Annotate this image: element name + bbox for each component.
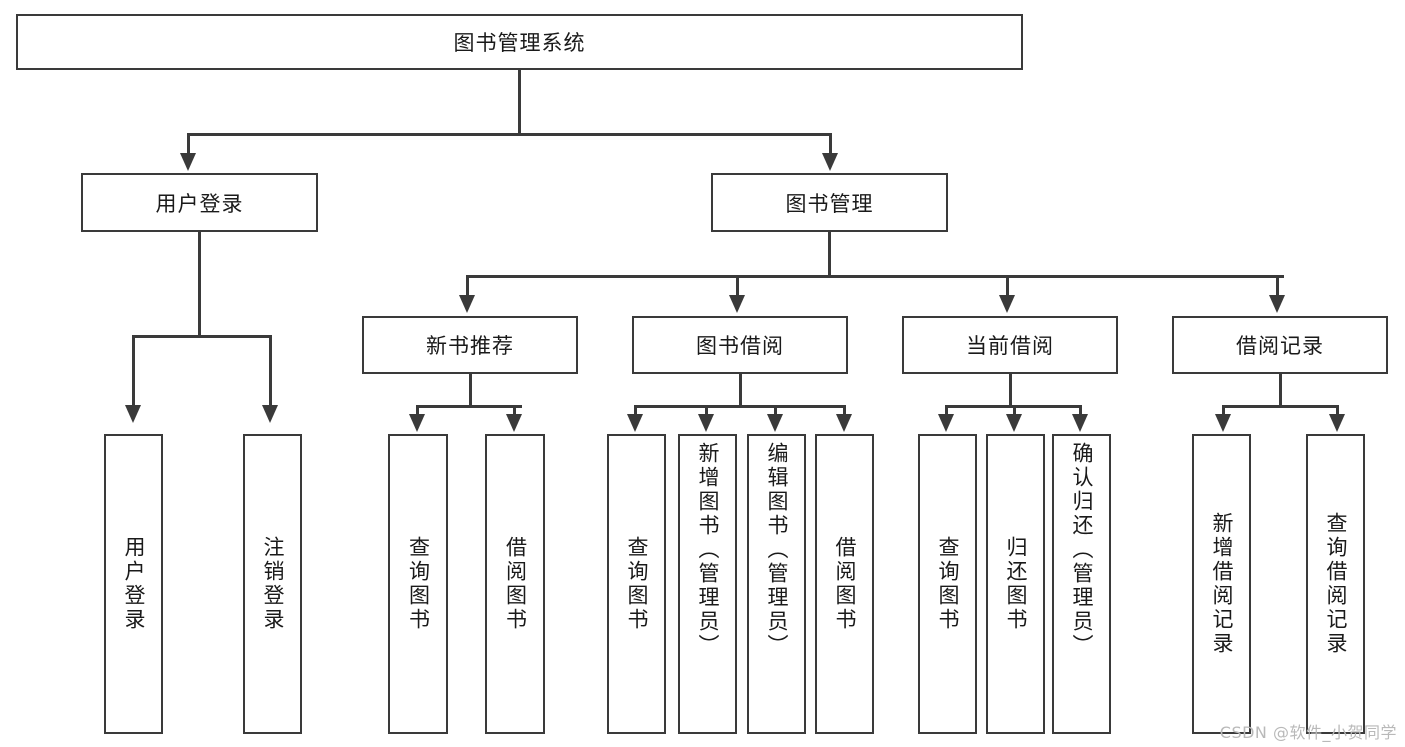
node-label: 新书推荐 — [426, 334, 514, 358]
edge-root-to-book-management — [829, 133, 832, 155]
leaf-add-book[interactable]: 新增图书（管理员） — [678, 434, 737, 734]
node-new-book-recommend[interactable]: 新书推荐 — [362, 316, 578, 374]
node-label: 借阅图书 — [833, 536, 857, 632]
edge-user-login-stem — [198, 232, 201, 337]
edge-user-login-bus — [132, 335, 271, 338]
node-label: 确认归还（管理员） — [1070, 442, 1094, 658]
leaf-borrow-book-2[interactable]: 借阅图书 — [815, 434, 874, 734]
edge-to-leaf-add-borrow-record — [1222, 405, 1225, 417]
node-current-borrow[interactable]: 当前借阅 — [902, 316, 1118, 374]
edge-root-stem — [518, 70, 521, 135]
leaf-edit-book[interactable]: 编辑图书（管理员） — [747, 434, 806, 734]
node-label: 查询图书 — [625, 536, 649, 632]
arrow-to-user-login — [180, 153, 196, 171]
edge-to-leaf-query-borrow-record — [1336, 405, 1339, 417]
leaf-query-borrow-record[interactable]: 查询借阅记录 — [1306, 434, 1365, 734]
node-borrow-record[interactable]: 借阅记录 — [1172, 316, 1388, 374]
arrow-to-leaf-query-borrow-record — [1329, 414, 1345, 432]
arrow-to-current-borrow — [999, 295, 1015, 313]
node-label: 用户登录 — [122, 536, 146, 632]
edge-book-management-stem — [828, 232, 831, 277]
edge-root-to-user-login — [187, 133, 190, 155]
edge-to-leaf-return-book — [1013, 405, 1016, 417]
node-label: 图书管理 — [785, 191, 874, 216]
edge-to-leaf-query-book-3 — [945, 405, 948, 417]
node-root-system[interactable]: 图书管理系统 — [16, 14, 1023, 70]
node-label: 新增图书（管理员） — [696, 442, 720, 658]
edge-book-borrow-stem — [739, 374, 742, 407]
arrow-to-leaf-confirm-return — [1072, 414, 1088, 432]
arrow-to-leaf-add-borrow-record — [1215, 414, 1231, 432]
edge-book-management-bus — [466, 275, 1284, 278]
leaf-user-login[interactable]: 用户登录 — [104, 434, 163, 734]
node-label: 借阅图书 — [503, 536, 528, 632]
arrow-to-leaf-query-book-3 — [938, 414, 954, 432]
node-book-borrow[interactable]: 图书借阅 — [632, 316, 848, 374]
edge-to-leaf-edit-book — [774, 405, 777, 417]
leaf-query-book-3[interactable]: 查询图书 — [918, 434, 977, 734]
arrow-to-leaf-edit-book — [767, 414, 783, 432]
leaf-add-borrow-record[interactable]: 新增借阅记录 — [1192, 434, 1251, 734]
edge-new-book-recommend-stem — [469, 374, 472, 407]
leaf-logout-login[interactable]: 注销登录 — [243, 434, 302, 734]
edge-to-leaf-query-book-2 — [634, 405, 637, 417]
edge-book-borrow-bus — [634, 405, 846, 408]
node-label: 图书借阅 — [696, 334, 784, 358]
edge-to-leaf-logout-login — [269, 335, 272, 407]
edge-borrow-record-bus — [1222, 405, 1338, 408]
node-label: 当前借阅 — [966, 334, 1054, 358]
arrow-to-leaf-borrow-book-1 — [506, 414, 522, 432]
edge-to-book-borrow — [736, 275, 739, 297]
node-user-login[interactable]: 用户登录 — [81, 173, 318, 232]
edge-to-leaf-borrow-book-1 — [513, 405, 516, 417]
leaf-query-book-2[interactable]: 查询图书 — [607, 434, 666, 734]
edge-to-borrow-record — [1276, 275, 1279, 297]
node-label: 注销登录 — [261, 536, 285, 632]
node-label: 用户登录 — [155, 191, 244, 216]
leaf-borrow-book-1[interactable]: 借阅图书 — [485, 434, 545, 734]
arrow-to-leaf-query-book-2 — [627, 414, 643, 432]
edge-to-leaf-confirm-return — [1079, 405, 1082, 417]
leaf-query-book-1[interactable]: 查询图书 — [388, 434, 448, 734]
csdn-watermark: CSDN @软件_小贺同学 — [1219, 723, 1397, 742]
edge-new-book-recommend-bus — [416, 405, 522, 408]
edge-to-leaf-query-book-1 — [416, 405, 419, 417]
arrow-to-book-management — [822, 153, 838, 171]
arrow-to-leaf-logout-login — [262, 405, 278, 423]
arrow-to-new-book-recommend — [459, 295, 475, 313]
edge-root-bus — [187, 133, 831, 136]
edge-to-leaf-user-login — [132, 335, 135, 407]
node-label: 编辑图书（管理员） — [765, 442, 789, 658]
arrow-to-leaf-add-book — [698, 414, 714, 432]
node-book-management[interactable]: 图书管理 — [711, 173, 948, 232]
node-label: 查询图书 — [936, 536, 960, 632]
edge-current-borrow-stem — [1009, 374, 1012, 407]
arrow-to-leaf-query-book-1 — [409, 414, 425, 432]
node-label: 查询借阅记录 — [1324, 512, 1348, 656]
edge-to-leaf-add-book — [705, 405, 708, 417]
arrow-to-leaf-borrow-book-2 — [836, 414, 852, 432]
edge-borrow-record-stem — [1279, 374, 1282, 407]
node-label: 查询图书 — [406, 536, 431, 632]
edge-to-current-borrow — [1006, 275, 1009, 297]
node-label: 借阅记录 — [1236, 334, 1324, 358]
leaf-return-book[interactable]: 归还图书 — [986, 434, 1045, 734]
edge-to-new-book-recommend — [466, 275, 469, 297]
leaf-confirm-return[interactable]: 确认归还（管理员） — [1052, 434, 1111, 734]
edge-to-leaf-borrow-book-2 — [843, 405, 846, 417]
arrow-to-borrow-record — [1269, 295, 1285, 313]
node-label: 归还图书 — [1004, 536, 1028, 632]
node-label: 新增借阅记录 — [1210, 512, 1234, 656]
node-label: 图书管理系统 — [453, 31, 586, 55]
arrow-to-leaf-return-book — [1006, 414, 1022, 432]
arrow-to-book-borrow — [729, 295, 745, 313]
arrow-to-leaf-user-login — [125, 405, 141, 423]
